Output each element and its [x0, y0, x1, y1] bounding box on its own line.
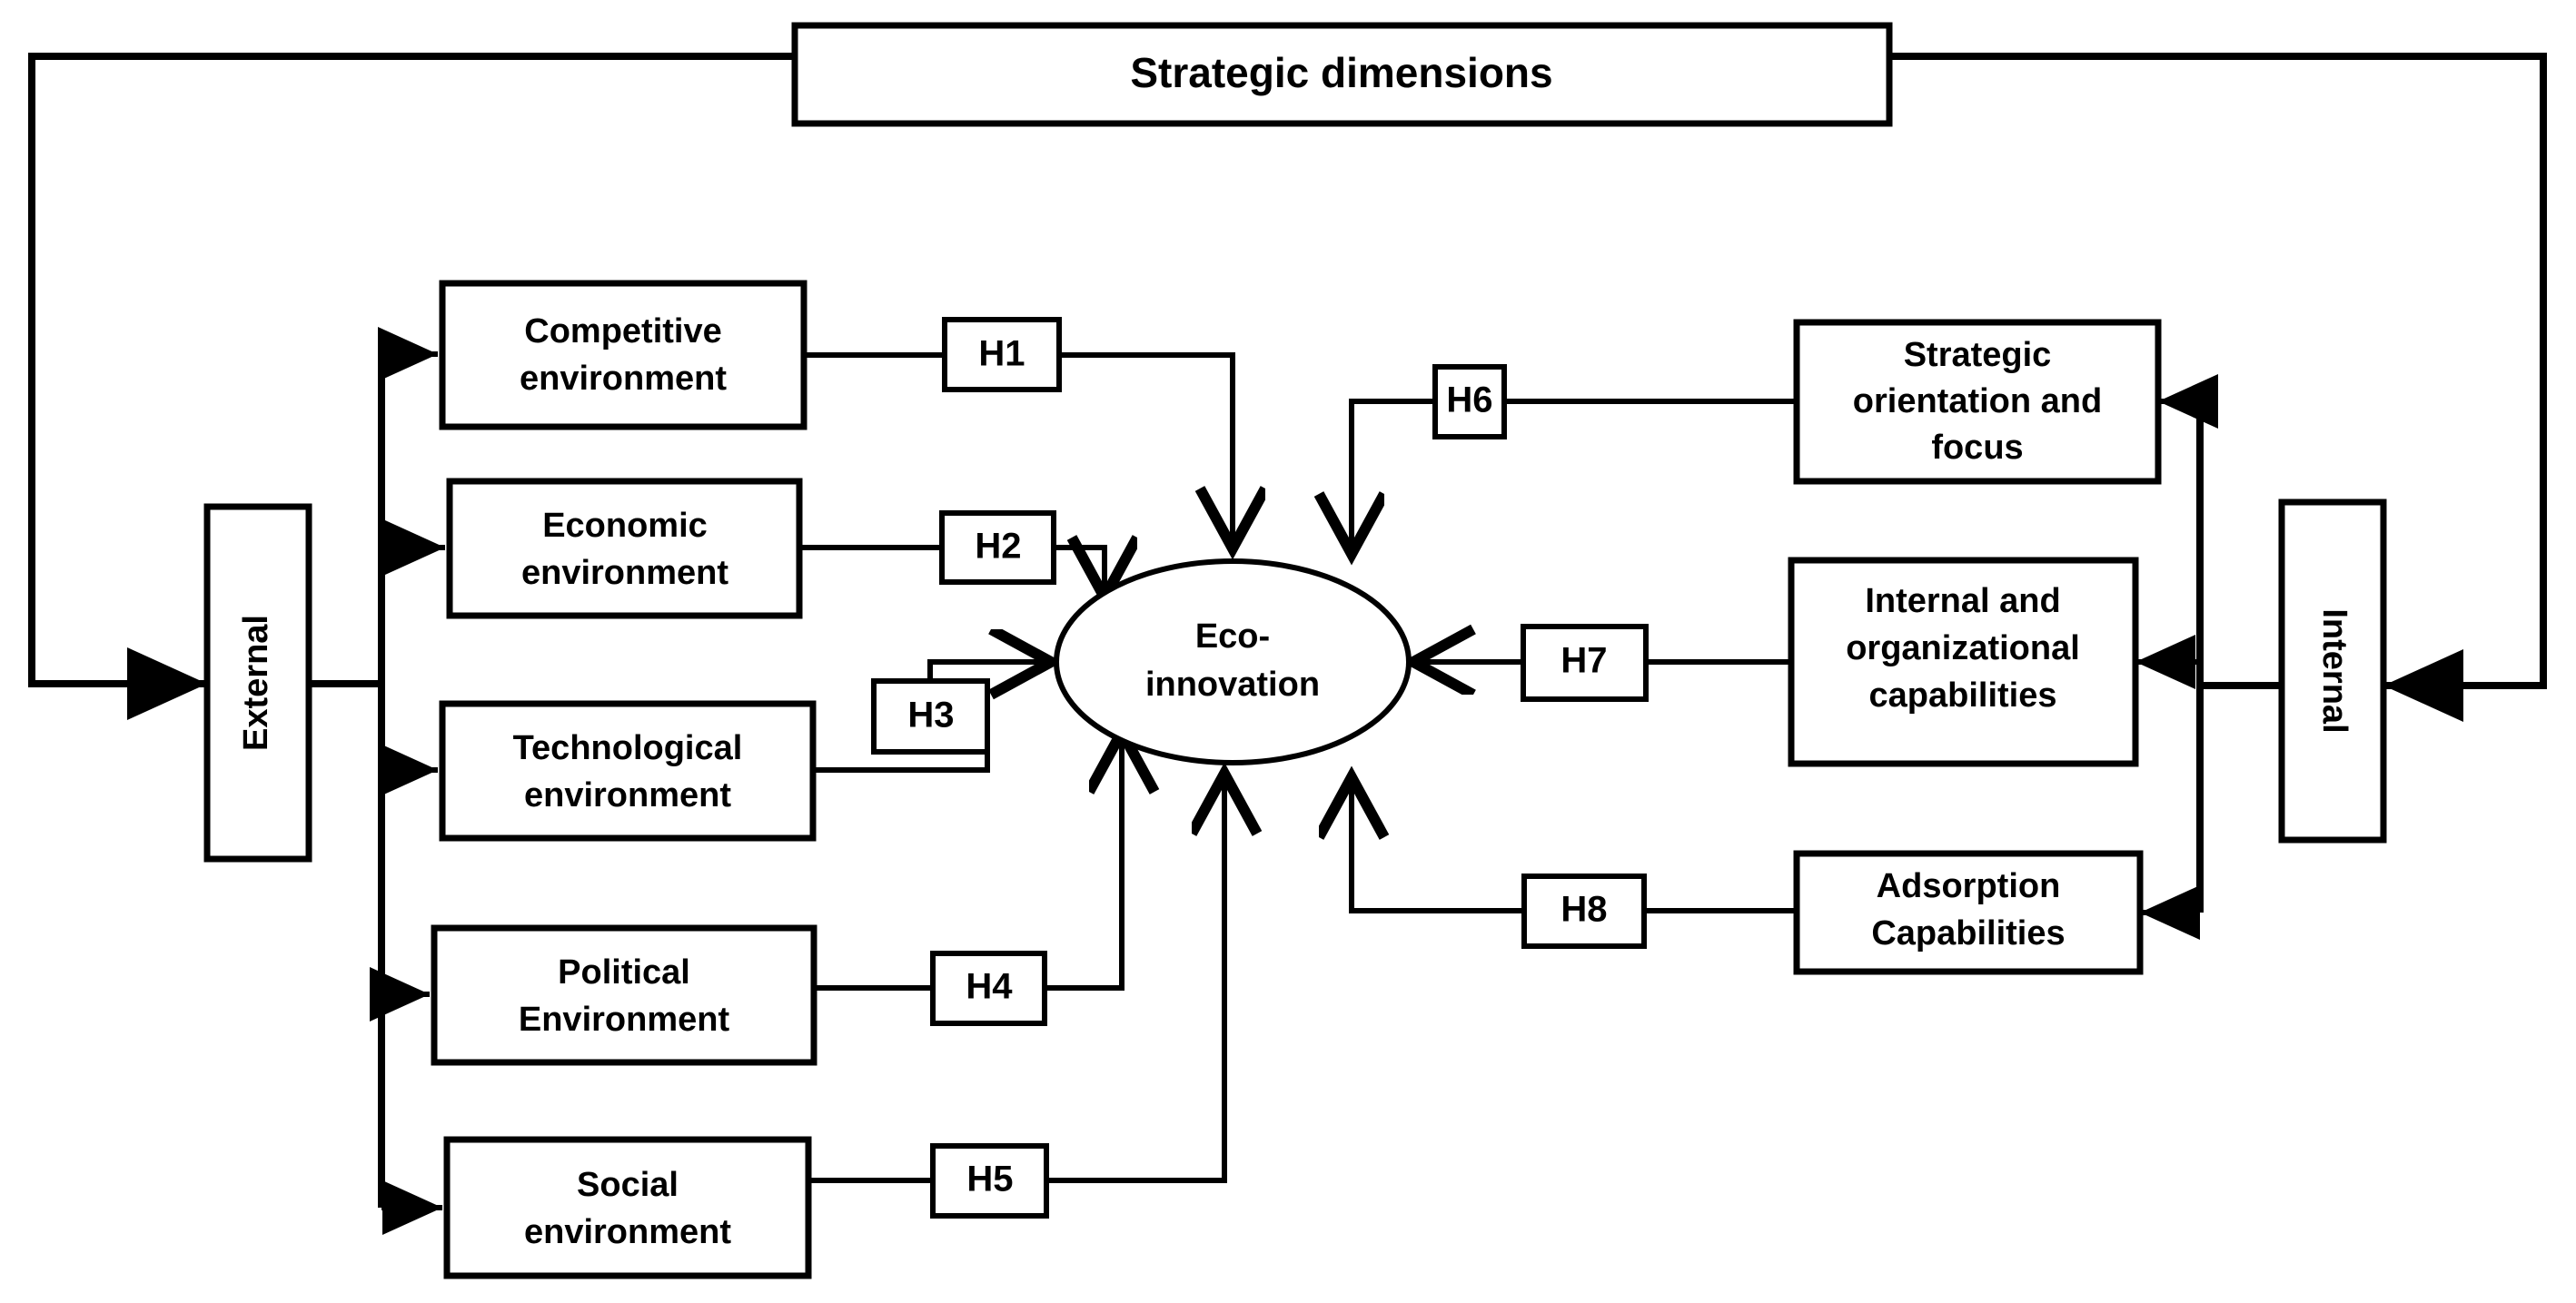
internal-capabilities-rect — [1788, 557, 2139, 767]
path-h5-out — [1046, 774, 1224, 1183]
technological-environment-label-line2: environment — [524, 776, 731, 814]
node-technological-environment: Technological environment — [439, 700, 817, 842]
node-political-environment: Political Environment — [431, 924, 817, 1066]
external-group-box: External — [203, 503, 312, 863]
hypothesis-box-h6: H6 — [1432, 364, 1507, 439]
h5-label: H5 — [966, 1160, 1013, 1199]
social-environment-label-line2: environment — [524, 1213, 731, 1251]
node-strategic-orientation: Strategic orientation and focus — [1793, 319, 2162, 485]
external-group-label: External — [237, 615, 275, 751]
internal-distribution-bus — [2135, 374, 2282, 940]
connector-title-to-external — [28, 53, 795, 720]
economic-environment-rect — [446, 478, 803, 619]
h8-label: H8 — [1560, 890, 1607, 930]
eco-innovation-label-line2: innovation — [1145, 666, 1320, 704]
outer-frame-connectors — [28, 53, 2547, 722]
strategic-orientation-label-line3: focus — [1931, 429, 2023, 467]
node-adsorption-capabilities: Adsorption Capabilities — [1793, 850, 2144, 975]
technological-environment-label-line1: Technological — [513, 729, 743, 767]
node-competitive-environment: Competitive environment — [439, 280, 807, 430]
hypothesis-box-h5: H5 — [930, 1143, 1049, 1219]
eco-innovation-node: Eco- innovation — [1054, 558, 1412, 765]
hypothesis-box-h4: H4 — [930, 951, 1047, 1026]
connector-title-to-internal — [1889, 53, 2547, 722]
internal-capabilities-label-line3: capabilities — [1869, 676, 2057, 715]
eco-innovation-label-line1: Eco- — [1195, 617, 1270, 656]
competitive-environment-label-line2: environment — [520, 360, 727, 398]
external-distribution-bus — [309, 327, 445, 1235]
political-environment-label-line2: Environment — [519, 1001, 730, 1039]
social-environment-rect — [443, 1136, 812, 1279]
h4-label: H4 — [966, 967, 1013, 1007]
h5-rect — [930, 1143, 1049, 1219]
eco-innovation-ellipse — [1054, 558, 1412, 765]
h1-label: H1 — [978, 334, 1025, 374]
internal-capabilities-label-line1: Internal and — [1865, 582, 2060, 620]
node-internal-capabilities: Internal and organizational capabilities — [1788, 557, 2139, 767]
h4-rect — [930, 951, 1047, 1026]
path-h3-out — [927, 662, 1051, 681]
path-h8-out — [1352, 777, 1524, 913]
h2-label: H2 — [975, 527, 1021, 567]
competitive-environment-label-line1: Competitive — [524, 312, 721, 350]
internal-group-box: Internal — [2278, 498, 2387, 844]
node-social-environment: Social environment — [443, 1136, 812, 1279]
economic-environment-label-line2: environment — [521, 554, 728, 592]
path-h6-out — [1352, 399, 1435, 554]
social-environment-label-line1: Social — [577, 1166, 679, 1204]
path-h2-out — [1054, 548, 1105, 597]
hypothesis-box-h8: H8 — [1521, 874, 1647, 949]
hypothesis-box-h7: H7 — [1521, 624, 1649, 702]
internal-group-rect — [2278, 498, 2387, 844]
hypothesis-box-h2: H2 — [939, 510, 1056, 585]
internal-group-label: Internal — [2315, 608, 2353, 733]
strategic-orientation-label-line2: orientation and — [1853, 382, 2102, 420]
competitive-environment-rect — [439, 280, 807, 430]
node-economic-environment: Economic environment — [446, 478, 803, 619]
h1-rect — [942, 317, 1062, 392]
adsorption-capabilities-label-line1: Adsorption — [1877, 867, 2061, 905]
hypothesis-box-h1: H1 — [942, 317, 1062, 392]
hypothesis-box-h3: H3 — [871, 678, 990, 755]
adsorption-capabilities-label-line2: Capabilities — [1871, 914, 2065, 953]
economic-environment-label-line1: Economic — [542, 507, 708, 545]
h6-label: H6 — [1446, 380, 1492, 420]
h3-label: H3 — [907, 696, 954, 735]
h2-rect — [939, 510, 1056, 585]
internal-capabilities-label-line2: organizational — [1846, 629, 2080, 667]
h3-rect — [871, 678, 990, 755]
strategic-dimensions-box: Strategic dimensions — [791, 22, 1893, 127]
hypothesis-paths-right — [1352, 399, 1797, 913]
strategic-dimensions-rect — [791, 22, 1893, 127]
strategic-orientation-label-line1: Strategic — [1904, 336, 2052, 374]
h7-rect — [1521, 624, 1649, 702]
political-environment-rect — [431, 924, 817, 1066]
hypothesis-paths-left — [799, 352, 1233, 1183]
technological-environment-rect — [439, 700, 817, 842]
strategic-dimensions-label: Strategic dimensions — [1130, 49, 1552, 96]
h8-rect — [1521, 874, 1647, 949]
path-h1-out — [1059, 352, 1233, 548]
political-environment-label-line1: Political — [558, 953, 690, 992]
path-h4-out — [1045, 732, 1122, 991]
h6-rect — [1432, 364, 1507, 439]
h7-label: H7 — [1560, 641, 1607, 681]
path-h3-in — [813, 751, 990, 773]
